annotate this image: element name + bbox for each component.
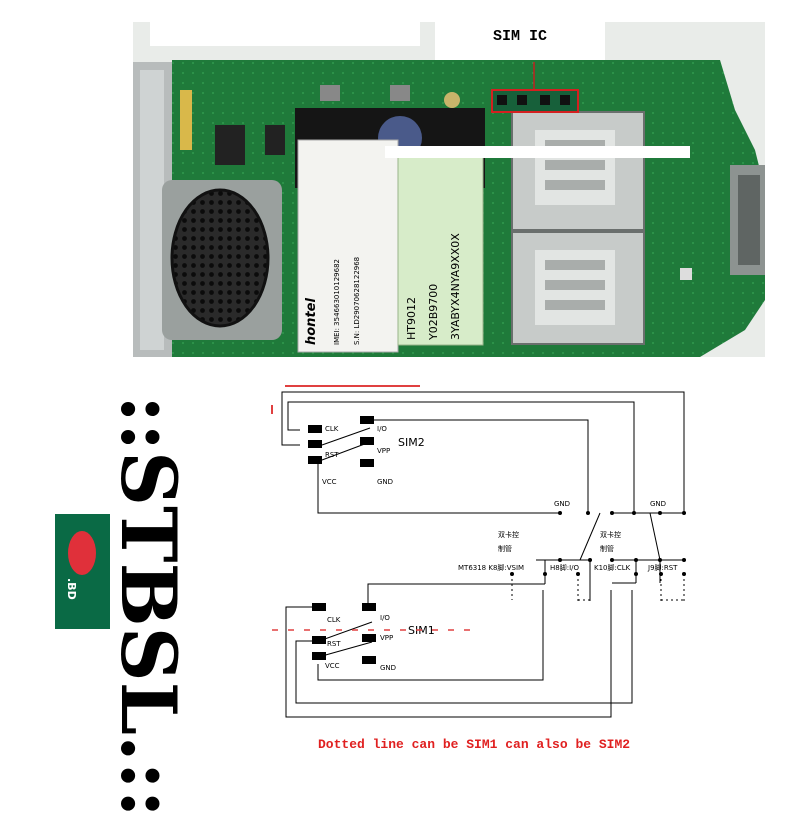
sim1-pads: [312, 603, 376, 664]
pcb-photo: hontel IMEI: 354663010129682 S.N: LD2907…: [133, 22, 765, 357]
speaker-grille: [170, 188, 270, 328]
switch-b-label-2: 制管: [600, 544, 614, 553]
barcode-label: HT9012 Y02B9700 3YABYX4NYA9XX0X: [397, 149, 484, 346]
sim1-clk-wire: [285, 590, 612, 718]
sim1-io-label: I/O: [380, 614, 390, 622]
sim2-labels: CLK RST VCC I/O VPP GND SIM2: [322, 425, 425, 486]
sim1-io-wire: [367, 583, 545, 607]
sim-ic-label: SIM IC: [493, 28, 547, 45]
sim2-io-label: I/O: [377, 425, 387, 433]
mt6318-pin-labels: MT6318 K8脚:VSIM H8脚:I/O K10脚:CLK J9脚:RST: [458, 563, 678, 572]
sim2-rst-wire: [281, 391, 685, 512]
sim2-vcc-wire: [317, 461, 536, 514]
sim-slot-bottom: [511, 231, 645, 345]
switch-b-label-1: 双卡控: [600, 530, 621, 539]
h8-io-label: H8脚:I/O: [550, 563, 579, 572]
dotted-line-note: Dotted line can be SIM1 can also be SIM2: [318, 737, 630, 752]
k10-clk-label: K10脚:CLK: [594, 563, 631, 572]
sim1-clk-label: CLK: [327, 616, 341, 624]
sim2-vcc-label: VCC: [322, 478, 337, 486]
sim1-vcc-label: VCC: [325, 662, 340, 670]
sim2-io-wire: [370, 419, 589, 512]
sim2-gnd-label: GND: [377, 478, 393, 486]
j9-rst-label: J9脚:RST: [647, 563, 678, 572]
flag-disc: [68, 531, 96, 575]
mt6318-vsim-label: MT6318 K8脚:VSIM: [458, 563, 524, 572]
label-line-1: HT9012: [405, 297, 418, 340]
dual-card-switch-labels: 双卡控 制管 双卡控 制管: [498, 530, 621, 553]
switch-a-label-2: 制管: [498, 544, 512, 553]
sim1-rst-label: RST: [327, 640, 341, 648]
sim1-labels: CLK RST VCC I/O VPP GND SIM1: [272, 614, 470, 672]
sticker-imei: IMEI: 354663010129682: [333, 259, 341, 345]
sim-ic-callout: SIM IC: [435, 22, 605, 113]
sim2-title: SIM2: [398, 436, 425, 449]
schematic: [271, 385, 686, 718]
sim2-pads: [308, 416, 374, 467]
sim-slot-top: [511, 111, 645, 231]
sim1-vpp-label: VPP: [380, 634, 393, 642]
sticker-brand: hontel: [304, 298, 319, 345]
label-line-2: Y02B9700: [427, 284, 440, 341]
sim1-vcc-wire: [317, 590, 544, 681]
sim1-rst-wire: [295, 590, 633, 704]
switch-a-label-1: 双卡控: [498, 530, 519, 539]
bd-badge-text: .BD: [65, 578, 78, 600]
stbsl-watermark: ::STBSL.::: [104, 395, 193, 818]
gnd-label-1: GND: [554, 500, 570, 508]
sim2-vpp-label: VPP: [377, 447, 390, 455]
gnd-label-2: GND: [650, 500, 666, 508]
watermark-text: ::STBSL.::: [104, 395, 193, 818]
sim2-clk-wire: [287, 401, 635, 512]
label-line-3: 3YABYX4NYA9XX0X: [449, 233, 462, 340]
sim2-rst-label: RST: [325, 451, 339, 459]
imei-sticker: hontel IMEI: 354663010129682 S.N: LD2907…: [297, 139, 399, 353]
bd-badge: .BD: [55, 514, 110, 629]
sticker-sn: S.N: LD29070628122968: [353, 257, 361, 345]
schematic-nodes: [510, 511, 686, 576]
sim2-clk-label: CLK: [325, 425, 339, 433]
sim1-gnd-label: GND: [380, 664, 396, 672]
